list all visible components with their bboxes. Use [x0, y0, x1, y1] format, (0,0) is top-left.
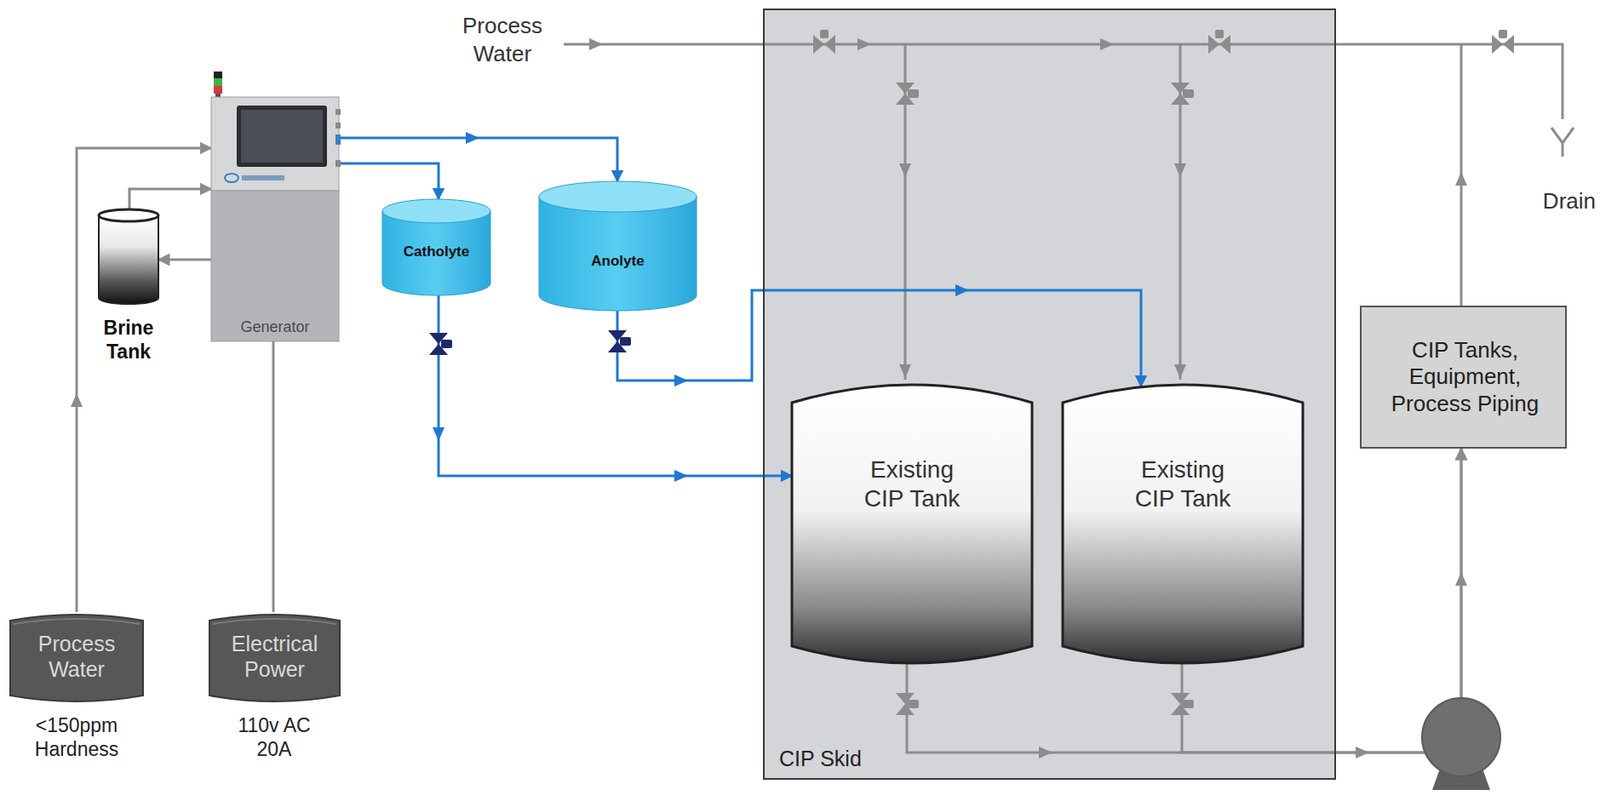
cip-tank: Existing CIP Tank [1062, 384, 1303, 666]
supply-box-outline [10, 614, 144, 702]
flow-arrow [1100, 38, 1114, 51]
pump-symbol [1422, 698, 1501, 791]
valve-symbol [895, 693, 919, 716]
cip-tank-outline [791, 384, 1033, 664]
node-text: Electrical Power [214, 630, 335, 683]
generator-unit-part [335, 122, 341, 129]
flow-arrow [1174, 163, 1187, 178]
skid-ground [762, 8, 1337, 780]
generator-unit-part [213, 78, 223, 87]
valve-symbol [1170, 693, 1194, 716]
pipe-connector [338, 163, 439, 200]
flow-arrows [70, 38, 1468, 759]
generator-unit-part [215, 93, 221, 98]
supply-box-part [10, 614, 144, 702]
brine-tank-shape [98, 209, 159, 304]
storage-tank-outline [539, 181, 697, 311]
node-text: 110v AC 20A [227, 714, 322, 762]
generator-unit-part [224, 173, 239, 183]
cip-tank-shape [791, 384, 1033, 666]
flow-arrow [899, 163, 912, 178]
flow-arrow [857, 38, 872, 51]
storage-tank-outline [382, 199, 491, 296]
generator-unit-outline [211, 71, 341, 342]
storage-tank: Catholyte [382, 199, 491, 296]
node-text: Catholyte [382, 243, 491, 261]
valve-symbol [1208, 29, 1231, 54]
generator-unit: Generator [211, 71, 339, 342]
storage-tank-part [382, 211, 491, 296]
node-text: Process Water [17, 630, 137, 683]
pipe-connector [76, 148, 212, 613]
supply-box: Electrical Power110v AC 20A [209, 612, 340, 705]
generator-unit-part [236, 105, 327, 167]
node-text: Generator [211, 318, 339, 338]
supply-box-outline [209, 614, 340, 702]
skid-band: CIP Skid Existing CIP Tank Existing CIP Ta… [762, 8, 1337, 780]
node-text: CIP Skid [779, 745, 967, 772]
valve-symbol [895, 82, 919, 105]
cip-tank-shape [1062, 384, 1303, 666]
cip-tank-outline [1062, 384, 1303, 664]
valve-symbol [1170, 82, 1194, 105]
generator-unit-part [213, 86, 223, 94]
diagram-label: Process Water [447, 11, 558, 68]
generator-unit-shape [211, 71, 339, 342]
valve-symbol [607, 330, 631, 353]
cip-tank: Existing CIP Tank [791, 384, 1033, 666]
cip-tank-part [791, 384, 1033, 664]
flow-arrow [1455, 172, 1468, 186]
storage-tank-part [539, 196, 697, 311]
valve-symbol [813, 29, 836, 54]
node-text: CIP Tanks, Equipment, Process Piping [1371, 337, 1559, 418]
supply-box-part [209, 614, 340, 702]
storage-tank-part [539, 181, 697, 213]
flow-arrow [899, 364, 912, 379]
brine-tank: Brine Tank [98, 209, 159, 304]
node-text: Existing CIP Tank [1123, 455, 1243, 513]
flow-arrow [1174, 364, 1187, 379]
navy-valves [429, 330, 631, 356]
pump-body [1422, 698, 1501, 777]
pipe-connector [272, 341, 276, 613]
storage-tank: Anolyte [539, 181, 697, 311]
process-water-header [563, 44, 1563, 120]
diagram-label: Drain [1524, 187, 1596, 216]
brine-tank-part [98, 215, 159, 304]
node-text: <150ppm Hardness [21, 714, 132, 762]
pipe-connector [617, 290, 1142, 387]
node-text: Existing CIP Tank [852, 455, 972, 513]
pipe-connector [129, 189, 212, 210]
node-text: Brine Tank [83, 316, 174, 364]
brine-tank-part [98, 209, 159, 222]
storage-tank-part [382, 199, 491, 224]
storage-tank-shape [539, 181, 697, 311]
generator-unit-part [211, 97, 339, 191]
pipe-connector [158, 258, 212, 262]
generator-unit-part [335, 160, 341, 167]
cip-tank-part [1062, 384, 1303, 664]
brine-tank-outline [98, 209, 159, 304]
supply-box-part [212, 619, 337, 625]
node-text: Anolyte [539, 252, 697, 270]
generator-unit-part [335, 134, 341, 145]
generator-unit-part [241, 175, 285, 181]
valve-symbol [1491, 29, 1514, 54]
generator-unit-part [211, 190, 339, 342]
valve-symbol [429, 332, 453, 356]
supply-box-part [13, 619, 140, 625]
generator-unit-part [240, 109, 323, 163]
generator-unit-part [213, 71, 223, 79]
equipment-box: CIP Tanks, Equipment, Process Piping [1359, 305, 1567, 449]
flow-arrow [589, 38, 603, 51]
supply-box: Process Water<150ppm Hardness [10, 612, 144, 705]
drain-symbol [1551, 127, 1574, 157]
pipe-connector [338, 137, 618, 182]
pipe-connector [438, 295, 792, 476]
generator-unit-part [335, 108, 341, 115]
